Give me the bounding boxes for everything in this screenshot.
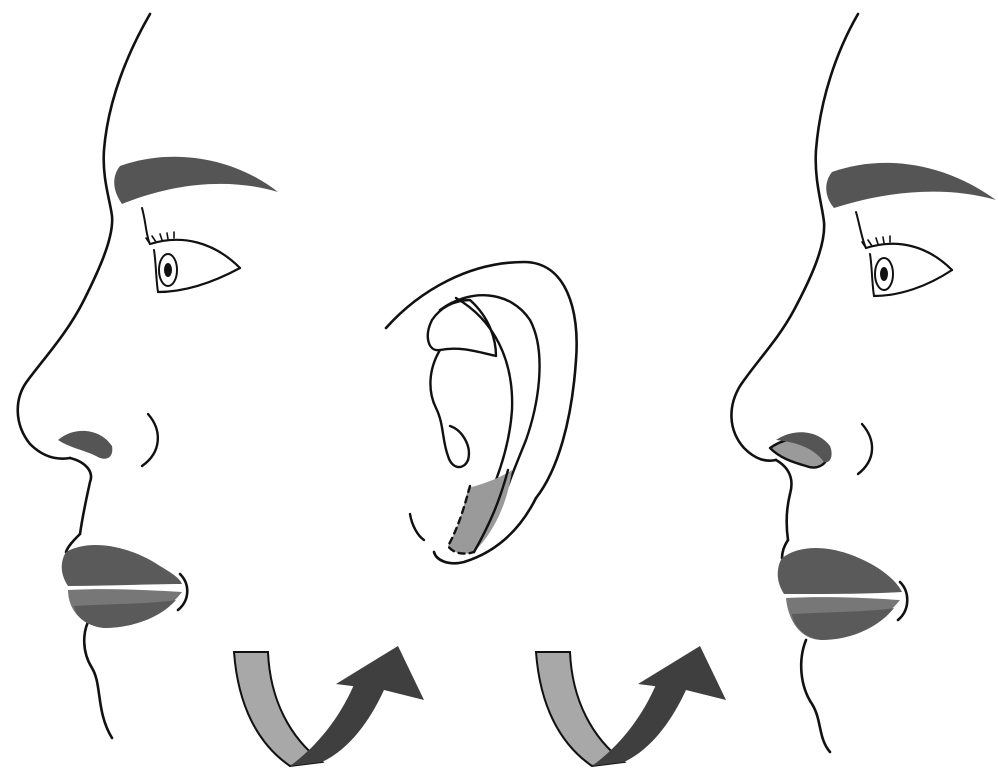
lip-upper [62, 545, 182, 586]
eyebrow [826, 163, 996, 208]
lip-upper [778, 548, 902, 594]
arrow-descending-band [234, 652, 322, 766]
nose-underside [776, 460, 791, 540]
chin-outline [801, 640, 830, 752]
pupil [880, 267, 888, 281]
eyebrow [114, 157, 278, 204]
face-profile-after-icon [731, 14, 996, 752]
ear-concha-top [428, 300, 496, 356]
face-outline [731, 14, 858, 461]
ear-antitragus [450, 426, 469, 460]
nostril [58, 431, 112, 459]
ear-helix [386, 262, 577, 498]
ear-tragus [410, 514, 424, 540]
curved-transfer-arrow-icon [536, 646, 726, 766]
eye-inner-line [154, 250, 158, 292]
face-profile-before-icon [18, 14, 278, 738]
ear-donor-site-icon [386, 262, 577, 563]
arrow-descending-band [536, 652, 624, 766]
ear-antihelix-inner [456, 298, 512, 480]
brow-to-eye-line [856, 212, 866, 248]
chin-outline [84, 618, 112, 738]
eye-inner-line [870, 254, 874, 296]
nose-underside [70, 458, 91, 534]
face-outline [18, 14, 150, 459]
ear-antihelix-outer [440, 295, 540, 486]
cheek-line [858, 424, 872, 474]
pupil [164, 263, 172, 277]
cheek-line [142, 414, 158, 466]
ear-concha [430, 350, 468, 467]
curved-transfer-arrow-icon [234, 646, 424, 766]
